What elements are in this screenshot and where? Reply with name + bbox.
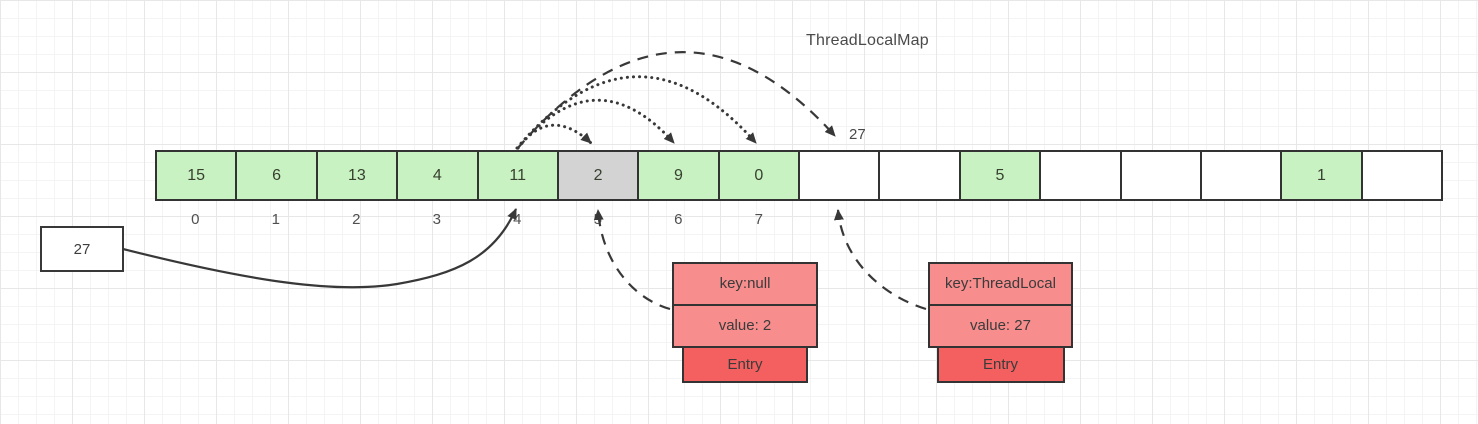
slot8-value-label: 27: [849, 126, 866, 143]
array-cell-10: 5: [958, 150, 1042, 201]
array-cell-8: [798, 150, 881, 201]
index-label-3: 3: [432, 211, 441, 228]
array-cell-2: 13: [315, 150, 399, 201]
index-label-6: 6: [674, 211, 683, 228]
array-cell-12: [1119, 150, 1202, 201]
value-ref-box: 27: [40, 226, 124, 272]
index-label-7: 7: [754, 211, 763, 228]
array-cell-3: 4: [396, 150, 479, 201]
array-cell-9: [878, 150, 961, 201]
diagram-title: ThreadLocalMap: [806, 32, 929, 49]
index-label-4: 4: [513, 211, 522, 228]
array-cell-6: 9: [637, 150, 720, 201]
ref-box-value: 27: [73, 240, 91, 258]
array-cell-0: 15: [155, 150, 238, 201]
entry-stale-key-row: key:null: [672, 262, 818, 306]
array-cell-13: [1199, 150, 1283, 201]
index-label-5: 5: [593, 211, 602, 228]
live-entry-to-slot8-arrow: [833, 209, 927, 311]
entry-live-value-row: value: 27: [928, 304, 1073, 348]
probe-slot8-arc: [516, 51, 836, 150]
index-label-1: 1: [271, 211, 280, 228]
entry-live: key:ThreadLocal value: 27 Entry: [928, 262, 1073, 383]
ref-box-to-slot4-arrow: [122, 208, 518, 289]
probe-slot7-arc: [515, 75, 758, 150]
array-cell-14: 1: [1280, 150, 1363, 201]
entry-stale-value-row: value: 2: [672, 304, 818, 348]
array-cell-15: [1360, 150, 1443, 201]
array-cell-5: 2: [556, 150, 640, 201]
array-cell-11: [1039, 150, 1122, 201]
entry-stale-footer: Entry: [682, 346, 808, 383]
array-cell-7: 0: [717, 150, 800, 201]
entry-live-key-row: key:ThreadLocal: [928, 262, 1073, 306]
array-cell-4: 11: [476, 150, 559, 201]
probe-slot6-arc: [516, 98, 676, 150]
stale-entry-to-slot5-arrow: [593, 209, 671, 311]
index-label-2: 2: [352, 211, 361, 228]
index-label-0: 0: [191, 211, 200, 228]
array-cell-1: 6: [235, 150, 318, 201]
entry-live-footer: Entry: [936, 346, 1065, 383]
probe-slot5-arc: [516, 123, 593, 150]
entry-stale: key:null value: 2 Entry: [672, 262, 818, 383]
